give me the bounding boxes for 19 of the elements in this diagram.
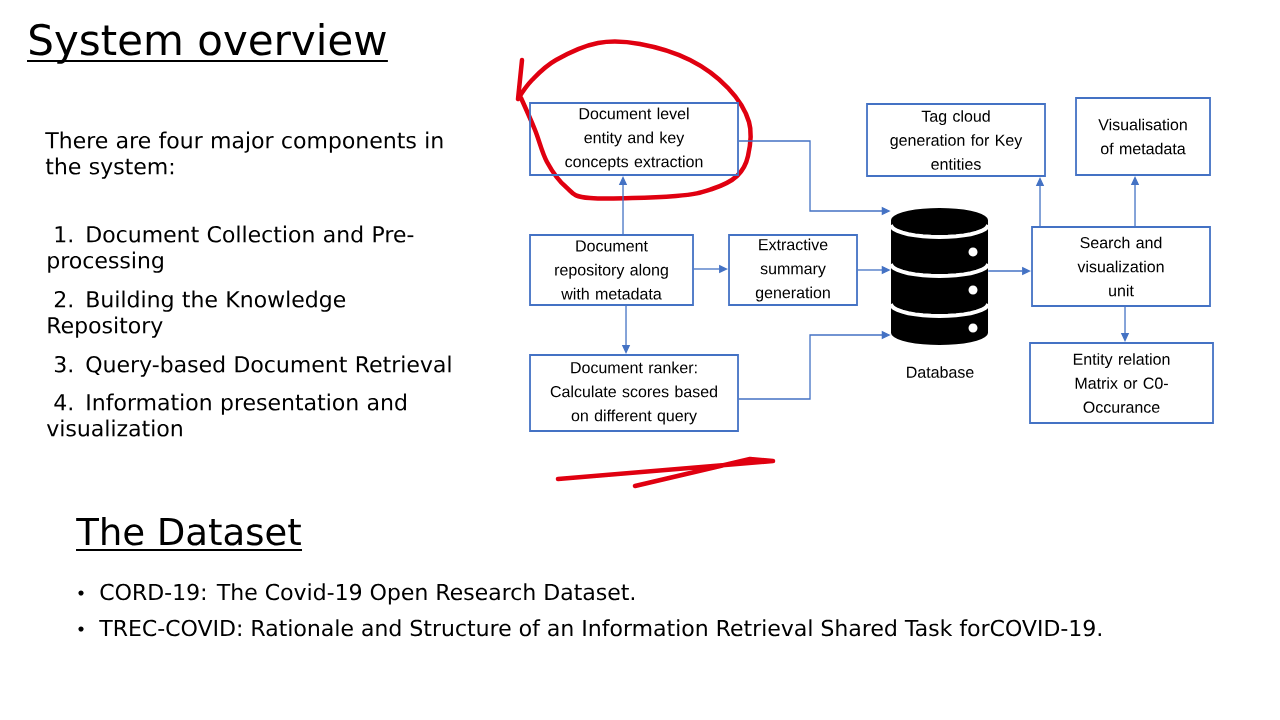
- process-box: Entity relation Matrix or C0-Occurance: [1029, 342, 1214, 424]
- list-item: 2. Building the Knowledge Repository: [48, 290, 346, 338]
- section-heading: The Dataset: [75, 516, 303, 551]
- bullet-text: TREC-COVID: Rationale and Structure of an Information Retrieval Shared Task forCOVID-19.: [99, 619, 1101, 637]
- intro-text: There are four major components in the system:: [45, 131, 443, 179]
- process-box: Visualisation of metadata: [1075, 97, 1211, 176]
- slide-title: System overview: [26, 23, 389, 64]
- list-item: 1. Document Collection and Pre-processing: [48, 225, 414, 273]
- list-item: 3. Query-based Document Retrieval: [54, 355, 451, 377]
- process-box: Extractive summary generation: [728, 234, 858, 306]
- process-box: Document repository along with metadata: [529, 234, 694, 306]
- process-box: Tag cloud generation for Key entities: [866, 103, 1046, 177]
- process-box: Document level entity and key concepts extraction: [529, 102, 739, 176]
- database-icon: [889, 208, 990, 345]
- process-box: Document ranker: Calculate scores based on different query: [529, 354, 739, 432]
- bullet-text: CORD-19: The Covid-19 Open Research Dataset.: [100, 583, 635, 605]
- process-box: Search and visualization unit: [1031, 226, 1211, 307]
- list-item: 4. Information presentation and visualization: [46, 393, 406, 437]
- icon-caption: Database: [907, 366, 974, 378]
